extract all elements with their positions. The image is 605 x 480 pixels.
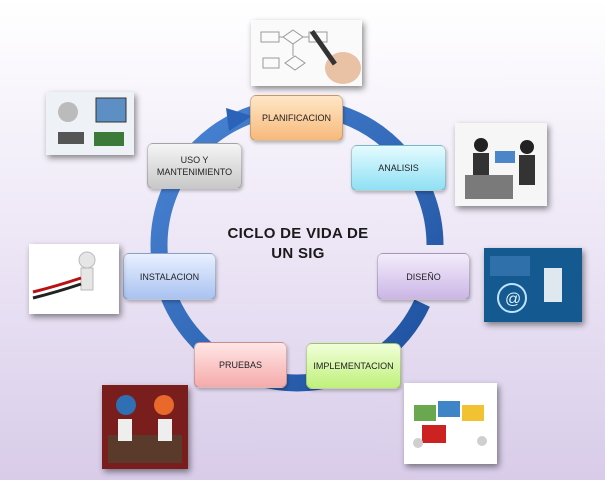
testing-ring-image bbox=[102, 385, 188, 469]
stage-diseno[interactable]: DISEÑO bbox=[377, 253, 470, 300]
design-network-image: @ bbox=[484, 248, 582, 322]
svg-text:@: @ bbox=[505, 291, 521, 308]
stage-implementacion[interactable]: IMPLEMENTACION bbox=[306, 343, 401, 389]
cycle-arrow-head bbox=[226, 108, 252, 131]
stage-planificacion[interactable]: PLANIFICACION bbox=[250, 95, 343, 141]
stage-pruebas[interactable]: PRUEBAS bbox=[194, 342, 287, 388]
maintenance-hardware-image bbox=[46, 92, 134, 155]
analysis-people-image bbox=[455, 123, 547, 206]
stage-instalacion[interactable]: INSTALACION bbox=[123, 253, 216, 300]
planning-sketch-image bbox=[251, 20, 362, 86]
diagram-title-line2: UN SIG bbox=[271, 245, 325, 262]
diagram-title: CICLO DE VIDA DE UN SIG bbox=[218, 224, 378, 264]
installation-cable-image bbox=[29, 244, 119, 314]
stage-analisis[interactable]: ANALISIS bbox=[351, 145, 446, 191]
implementation-puzzle-image bbox=[404, 383, 497, 464]
diagram-title-line1: CICLO DE VIDA DE bbox=[227, 225, 369, 242]
stage-uso-mantenimiento[interactable]: USO Y MANTENIMIENTO bbox=[147, 143, 242, 189]
